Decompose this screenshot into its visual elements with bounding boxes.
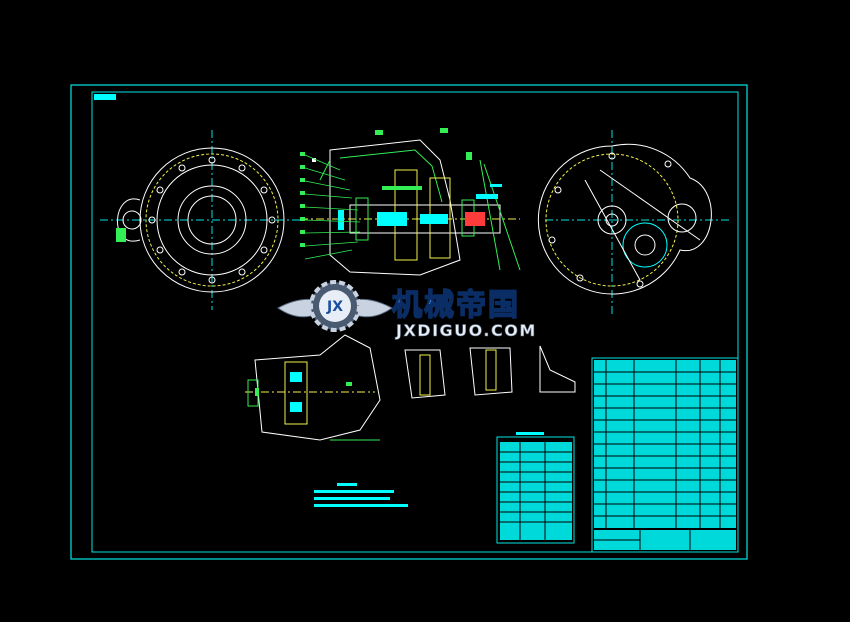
watermark-logo-mark: JX xyxy=(326,299,343,315)
drawing-frame xyxy=(70,84,748,560)
leader-lines xyxy=(304,154,361,260)
main-section-fills xyxy=(312,128,502,230)
right-housing-view xyxy=(537,130,730,315)
lower-left-detail-view xyxy=(245,334,381,441)
small-detail-views xyxy=(404,345,576,399)
technical-notes-block xyxy=(314,483,408,507)
watermark-brand-cn: 机械帝国 xyxy=(392,288,520,323)
watermark-brand-url: JXDIGUO.COM xyxy=(395,321,537,340)
leader-tags xyxy=(300,152,305,247)
watermark: JX 机械帝国 JXDIGUO.COM xyxy=(277,280,537,340)
parameter-table xyxy=(496,432,575,544)
main-section-view xyxy=(300,139,521,276)
watermark-gear-icon xyxy=(309,280,361,332)
left-flange-bolt-holes xyxy=(148,156,276,284)
right-housing-bolt-holes xyxy=(548,152,672,288)
lower-left-detail-fills xyxy=(255,372,352,412)
left-flange-view xyxy=(100,130,300,310)
dimension-label-block xyxy=(116,228,126,242)
title-block xyxy=(594,530,736,550)
sheet-tag xyxy=(94,94,116,100)
parts-list-table xyxy=(591,357,739,553)
